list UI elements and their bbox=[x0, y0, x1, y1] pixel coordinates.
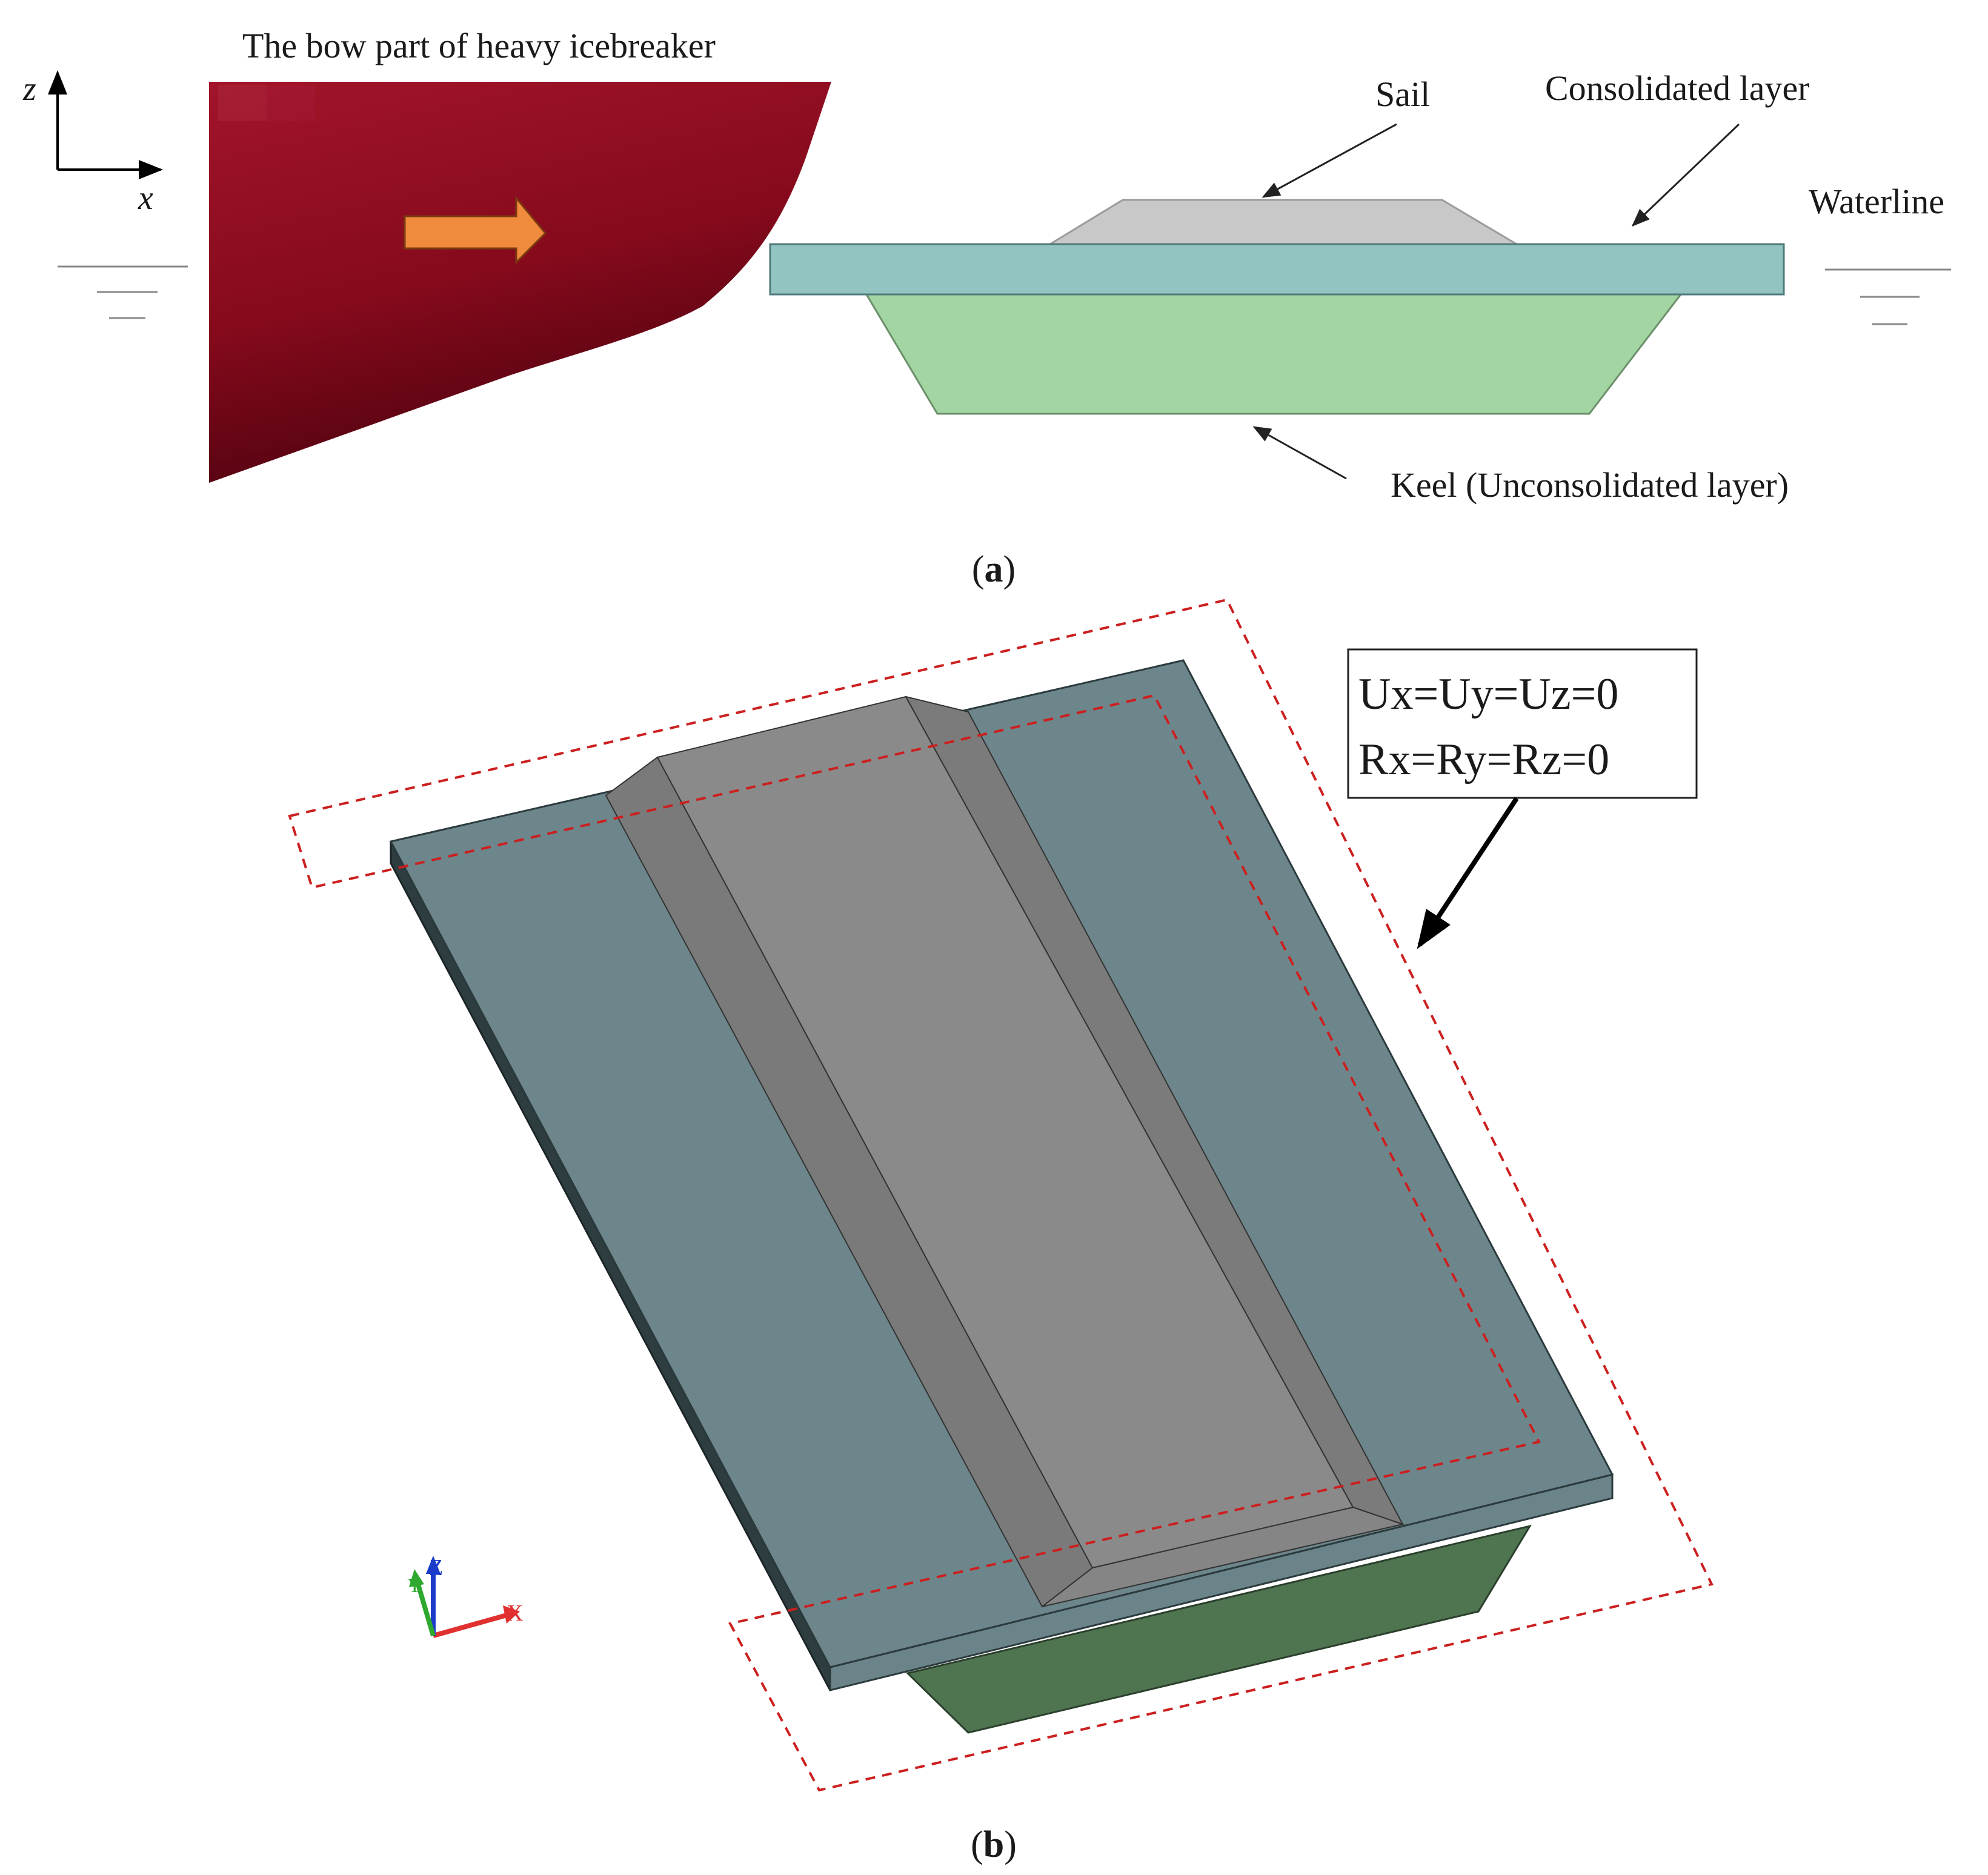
panel-b: Ux=Uy=Uz=0 Rx=Ry=Rz=0 Z Y X (b) bbox=[288, 598, 1714, 1865]
caption-b: (b) bbox=[971, 1824, 1017, 1865]
coordinate-triad-icon: Z Y X bbox=[407, 1555, 523, 1638]
waterline-label: Waterline bbox=[1809, 182, 1944, 221]
keel-3d-shape bbox=[906, 1524, 1532, 1734]
keel-shape bbox=[865, 293, 1683, 415]
sail-label: Sail bbox=[1375, 75, 1430, 114]
consolidated-layer-shape bbox=[769, 243, 1785, 296]
sail-leader-arrow bbox=[1262, 123, 1397, 198]
axis-z-label: z bbox=[22, 70, 36, 108]
motion-arrow-icon bbox=[404, 195, 547, 265]
consolidated-leader-arrow bbox=[1631, 123, 1740, 227]
xz-axes-icon: z x bbox=[22, 70, 163, 217]
waterline-symbol-left bbox=[58, 265, 188, 319]
triad-z-label: Z bbox=[429, 1555, 443, 1581]
triad-y-label: Y bbox=[407, 1575, 422, 1597]
icebreaker-bow-hull bbox=[209, 82, 831, 483]
caption-a: (a) bbox=[972, 549, 1016, 590]
bc-line-1: Ux=Uy=Uz=0 bbox=[1358, 669, 1618, 719]
bc-region-back bbox=[288, 598, 1714, 1792]
keel-label: Keel (Unconsolidated layer) bbox=[1391, 465, 1789, 505]
keel-leader-arrow bbox=[1252, 426, 1347, 480]
sail-shape bbox=[1046, 199, 1520, 245]
consolidated-label: Consolidated layer bbox=[1545, 68, 1810, 108]
bow-label: The bow part of heavy icebreaker bbox=[242, 26, 716, 65]
sail-front-bevel bbox=[1042, 1506, 1405, 1607]
bc-line-2: Rx=Ry=Rz=0 bbox=[1358, 735, 1609, 785]
axis-x-label: x bbox=[138, 179, 153, 217]
bc-leader-arrow bbox=[1417, 797, 1519, 949]
panel-a: z x The bow part of heavy icebreaker Sai… bbox=[22, 26, 1951, 590]
waterline-symbol-right bbox=[1825, 268, 1951, 325]
triad-x-label: X bbox=[507, 1601, 523, 1626]
bc-label-box bbox=[1347, 648, 1698, 799]
